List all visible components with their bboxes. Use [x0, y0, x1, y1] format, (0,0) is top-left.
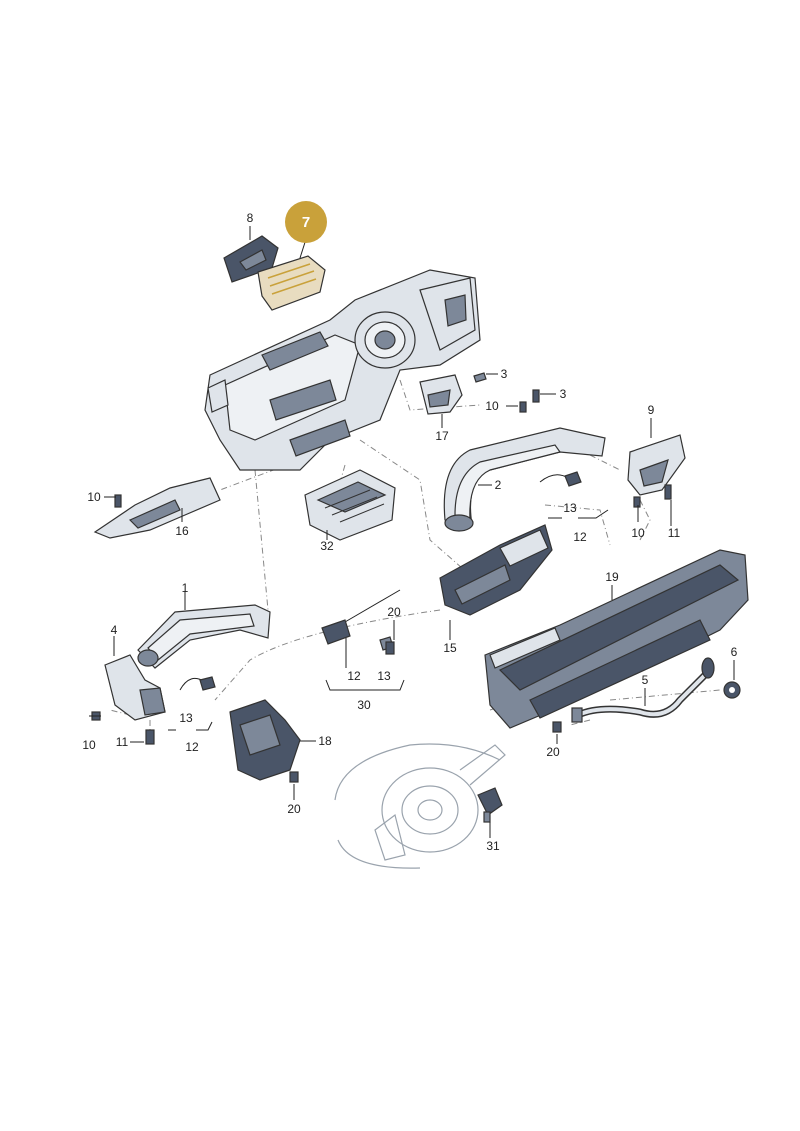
- callout-12a: 12: [573, 530, 587, 544]
- callout-5: 5: [642, 673, 649, 687]
- callout-30: 30: [357, 698, 371, 712]
- part-16-duct[interactable]: [93, 477, 221, 539]
- part-2-duct[interactable]: [443, 427, 606, 532]
- part-4-duct[interactable]: [91, 654, 166, 745]
- callout-31: 31: [486, 839, 500, 853]
- callout-10b: 10: [87, 490, 101, 504]
- hvac-housing[interactable]: [204, 269, 481, 471]
- part-9-bracket[interactable]: [627, 434, 686, 508]
- part-18-control-unit[interactable]: [229, 699, 301, 783]
- callout-13b: 13: [377, 669, 391, 683]
- part-31-switch[interactable]: [477, 787, 503, 823]
- part-13-sensor-right[interactable]: [539, 471, 582, 487]
- callout-8: 8: [247, 211, 254, 225]
- callout-18: 18: [318, 734, 332, 748]
- screws-3[interactable]: [473, 372, 540, 413]
- callout-20c: 20: [546, 745, 560, 759]
- callout-11b: 11: [116, 735, 129, 749]
- callout-10d: 10: [82, 738, 96, 752]
- callout-19: 19: [605, 570, 619, 584]
- leader-lines: [89, 226, 735, 838]
- part-15-vent[interactable]: [439, 524, 553, 616]
- callout-2: 2: [495, 478, 502, 492]
- part-7-filter[interactable]: [257, 255, 326, 311]
- screws-20[interactable]: [385, 641, 562, 733]
- callout-3b: 3: [560, 387, 567, 401]
- callout-10c: 10: [631, 526, 645, 540]
- part-12-actuator[interactable]: [321, 589, 401, 651]
- callout-7-highlight[interactable]: 7: [285, 201, 327, 243]
- callout-32: 32: [320, 539, 334, 553]
- part-6-ring[interactable]: [723, 681, 741, 699]
- callout-12c: 12: [185, 740, 199, 754]
- callout-3a: 3: [501, 367, 508, 381]
- part-13-sensor-left[interactable]: [179, 676, 216, 691]
- callout-13c: 13: [179, 711, 193, 725]
- callout-13a: 13: [563, 501, 577, 515]
- part-17-duct[interactable]: [419, 374, 463, 415]
- callout-4: 4: [111, 623, 118, 637]
- callout-10a: 10: [485, 399, 499, 413]
- part-19-dash-panel[interactable]: [484, 549, 749, 729]
- part-5-pipe[interactable]: [571, 657, 715, 723]
- callout-16: 16: [175, 524, 189, 538]
- callout-11a: 11: [668, 526, 681, 540]
- callout-labels: 8 3 3 10 17 9 2 10 16 13 12 10 11 32 19 …: [82, 211, 737, 853]
- callout-1: 1: [182, 581, 189, 595]
- callout-9: 9: [648, 403, 655, 417]
- assembly-lines: [109, 379, 721, 745]
- callout-20b: 20: [287, 802, 301, 816]
- part-32-vent[interactable]: [304, 469, 396, 541]
- callout-20a: 20: [387, 605, 401, 619]
- callout-6: 6: [731, 645, 738, 659]
- part-1-duct[interactable]: [137, 604, 271, 669]
- callout-17: 17: [435, 429, 449, 443]
- callout-15: 15: [443, 641, 457, 655]
- steering-column-ghost: [334, 743, 506, 869]
- callout-7-label: 7: [302, 214, 310, 231]
- callout-12b: 12: [347, 669, 361, 683]
